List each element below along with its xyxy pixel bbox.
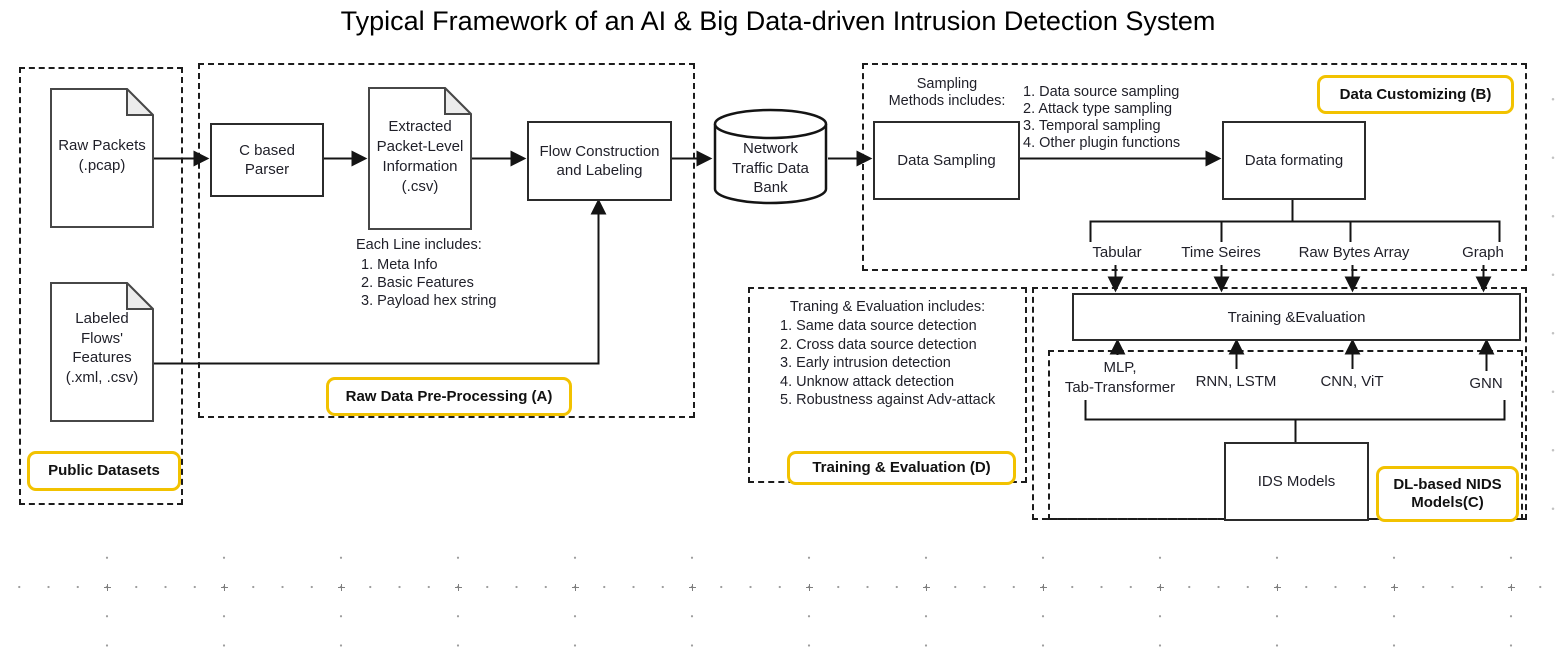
model-label-cnn-vit: CNN, ViT (1320, 373, 1384, 390)
labeled-flows-document: Labeled Flows' Features (.xml, .csv) (50, 282, 154, 422)
diagram-title: Typical Framework of an AI & Big Data-dr… (340, 6, 1216, 36)
ids-models-box: IDS Models (1224, 442, 1369, 521)
canvas-dot-grid-right (1548, 70, 1556, 540)
each-line-item: 3. Payload hex string (361, 293, 497, 309)
training-evaluation-badge: Training & Evaluation (D) (787, 451, 1016, 485)
extracted-info-label: Extracted Packet-Level Information (.csv… (376, 118, 464, 195)
canvas-dot-grid (0, 545, 1556, 671)
training-eval-header: Traning & Evaluation includes: (789, 299, 986, 315)
data-sampling-box: Data Sampling (873, 121, 1020, 200)
model-label-mlp-tabtransformer: MLP, Tab-Transformer (1064, 359, 1176, 396)
document-shape (50, 282, 154, 422)
sampling-note: Sampling Methods includes: (888, 76, 1006, 109)
data-customizing-badge: Data Customizing (B) (1317, 75, 1514, 114)
labeled-flows-label: Labeled Flows' Features (.xml, .csv) (65, 310, 139, 386)
raw-packets-document: Raw Packets (.pcap) (50, 88, 154, 228)
training-eval-item: 5. Robustness against Adv-attack (780, 392, 996, 409)
format-label-raw-bytes: Raw Bytes Array (1298, 244, 1410, 261)
grid-cross (455, 584, 462, 591)
each-line-item: 1. Meta Info (361, 257, 438, 273)
raw-packets-label: Raw Packets (.pcap) (58, 137, 146, 174)
sampling-method-item: 1. Data source sampling (1023, 84, 1180, 100)
each-line-list: 1. Meta Info 2. Basic Features 3. Payloa… (361, 256, 581, 310)
training-evaluation-box: Training &Evaluation (1072, 293, 1521, 341)
grid-cross (689, 584, 696, 591)
document-shape (368, 87, 472, 230)
grid-cross (1040, 584, 1047, 591)
format-label-graph: Graph (1462, 244, 1504, 261)
training-eval-item: 1. Same data source detection (780, 318, 977, 334)
grid-cross (104, 584, 111, 591)
training-eval-item: 4. Unknow attack detection (780, 373, 955, 390)
grid-cross (338, 584, 345, 591)
training-eval-item: 3. Early intrusion detection (780, 355, 951, 372)
public-datasets-badge: Public Datasets (27, 451, 181, 491)
format-label-tabular: Tabular (1092, 244, 1142, 261)
extracted-info-document: Extracted Packet-Level Information (.csv… (368, 87, 472, 230)
grid-cross (1391, 584, 1398, 591)
data-customizing-section-b (862, 63, 1527, 271)
grid-cross (923, 584, 930, 591)
sampling-method-item: 4. Other plugin functions (1023, 135, 1181, 151)
data-formating-box: Data formating (1222, 121, 1366, 200)
training-eval-item: 2. Cross data source detection (780, 336, 977, 353)
data-bank-label: Network Traffic Data Bank (732, 140, 809, 196)
grid-cross (1157, 584, 1164, 591)
sampling-method-item: 2. Attack type sampling (1023, 101, 1173, 117)
flow-construction-box: Flow Construction and Labeling (527, 121, 672, 201)
network-traffic-data-bank-cylinder: Network Traffic Data Bank (713, 108, 828, 205)
grid-cross (221, 584, 228, 591)
preprocessing-badge: Raw Data Pre-Processing (A) (326, 377, 572, 416)
model-label-rnn-lstm: RNN, LSTM (1195, 373, 1277, 390)
c-based-parser-box: C based Parser (210, 123, 324, 197)
cylinder-shape (713, 108, 828, 205)
grid-cross (572, 584, 579, 591)
sampling-method-item: 3. Temporal sampling (1023, 118, 1161, 134)
sampling-methods-list: 1. Data source sampling 2. Attack type s… (1023, 84, 1203, 152)
document-shape (50, 88, 154, 228)
each-line-header: Each Line includes: (356, 237, 482, 253)
model-label-gnn: GNN (1469, 375, 1503, 392)
nids-models-badge: DL-based NIDS Models(C) (1376, 466, 1519, 522)
format-label-time-series: Time Seires (1181, 244, 1261, 261)
grid-cross (806, 584, 813, 591)
training-eval-list: 1. Same data source detection 2. Cross d… (780, 317, 1020, 410)
grid-cross (1508, 584, 1515, 591)
each-line-item: 2. Basic Features (361, 275, 474, 291)
grid-cross (1274, 584, 1281, 591)
